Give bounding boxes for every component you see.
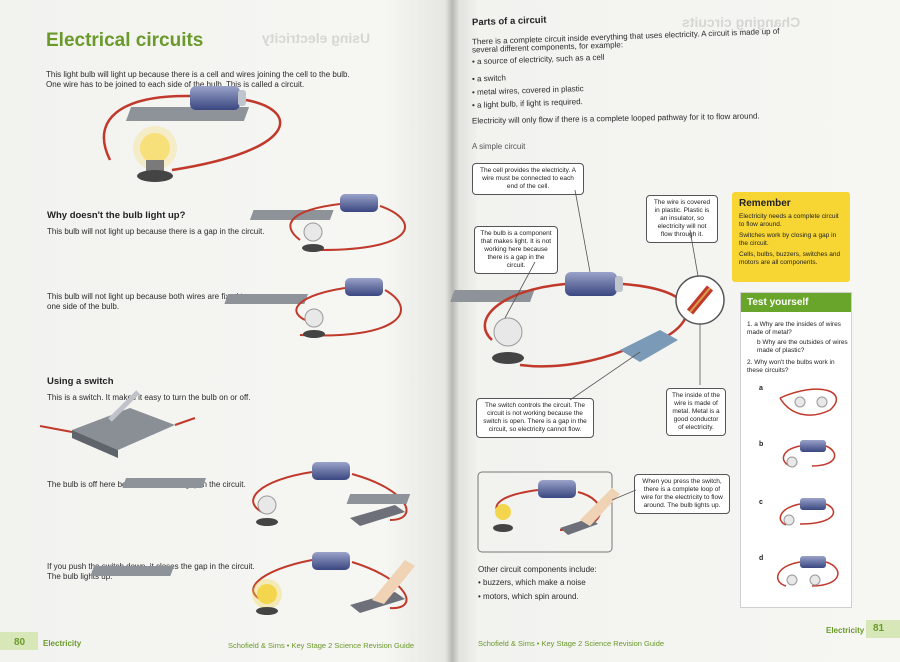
callout-covered: The wire is covered in plastic. Plastic … [646, 195, 718, 243]
callout-bulb: The bulb is a component that makes light… [474, 226, 558, 274]
simple-circuit-illustration [450, 189, 725, 401]
why-text-1: This bulb will not light up because ther… [47, 227, 265, 236]
other-list-item: • buzzers, which make a noise [478, 578, 586, 587]
test-label-a: a [759, 385, 763, 392]
test-label-d: d [759, 555, 764, 562]
callout-press: When you press the switch, there is a co… [634, 474, 730, 514]
other-list-item: • motors, which spin around. [478, 592, 579, 601]
finger-icon [372, 560, 415, 604]
callout-switch: The switch controls the circuit. The cir… [476, 398, 594, 438]
simple-circuit-label: A simple circuit [472, 142, 526, 151]
test-circuit-b [782, 440, 836, 468]
test-circuit-a [779, 388, 837, 416]
switch-text: This is a switch. It makes it easy to tu… [47, 393, 251, 402]
switch-illustration [39, 390, 196, 458]
footer-section-right: Electricity [826, 626, 865, 635]
lit-circuit-illustration [102, 86, 282, 182]
footer-series-left: Schofield & Sims • Key Stage 2 Science R… [228, 641, 415, 650]
remember-line-1: Electricity needs a complete circuit to … [739, 213, 839, 228]
question-1a: 1. a Why are the insides of wires made o… [747, 321, 841, 336]
switch-heading: Using a switch [47, 376, 114, 387]
page-title: Electrical circuits [46, 30, 204, 51]
test-circuit-d [776, 556, 839, 587]
open-switch-circuit [122, 462, 408, 526]
gap-circuit-illustration [249, 194, 406, 252]
remember-box: Remember Electricity needs a complete ci… [732, 192, 850, 282]
footer-section-left: Electricity [43, 639, 82, 648]
callout-cell: The cell provides the electricity. A wir… [472, 163, 584, 195]
test-title: Test yourself [741, 293, 851, 312]
footer-bar-left [0, 632, 38, 650]
question-1b: b Why are the outsides of wires made of … [757, 339, 848, 354]
why-heading: Why doesn't the bulb light up? [47, 210, 186, 221]
press-switch-illustration [346, 471, 637, 553]
closed-switch-circuit [90, 552, 415, 615]
page-number-right: 81 [873, 623, 885, 634]
remember-line-3: Cells, bulbs, buzzers, switches and moto… [739, 251, 841, 266]
test-label-c: c [759, 499, 763, 506]
lit-bulb-icon [140, 133, 170, 163]
test-label-b: b [759, 441, 764, 448]
intro-line-1: This light bulb will light up because th… [46, 70, 350, 79]
remember-line-2: Switches work by closing a gap in the ci… [739, 232, 837, 247]
footer-series-right: Schofield & Sims • Key Stage 2 Science R… [478, 639, 665, 648]
question-2: 2. Why won't the bulbs work in these cir… [747, 359, 835, 374]
intro-line-2: One wire has to be joined to each side o… [46, 80, 305, 89]
book-gutter [445, 0, 459, 662]
remember-title: Remember [739, 198, 791, 209]
callout-inside: The inside of the wire is made of metal.… [666, 388, 726, 436]
test-yourself-box: Test yourself 1. a Why are the insides o… [740, 292, 852, 608]
push-text-2: The bulb lights up. [47, 572, 113, 581]
test-circuit-c [779, 498, 835, 526]
footer-bar-right [866, 620, 900, 638]
other-intro: Other circuit components include: [478, 565, 597, 574]
wrong-wiring-illustration [224, 278, 402, 338]
page-number-left: 80 [14, 637, 26, 648]
cell-icon [190, 86, 240, 110]
why-text-2: This bulb will not light up because both… [47, 292, 248, 311]
